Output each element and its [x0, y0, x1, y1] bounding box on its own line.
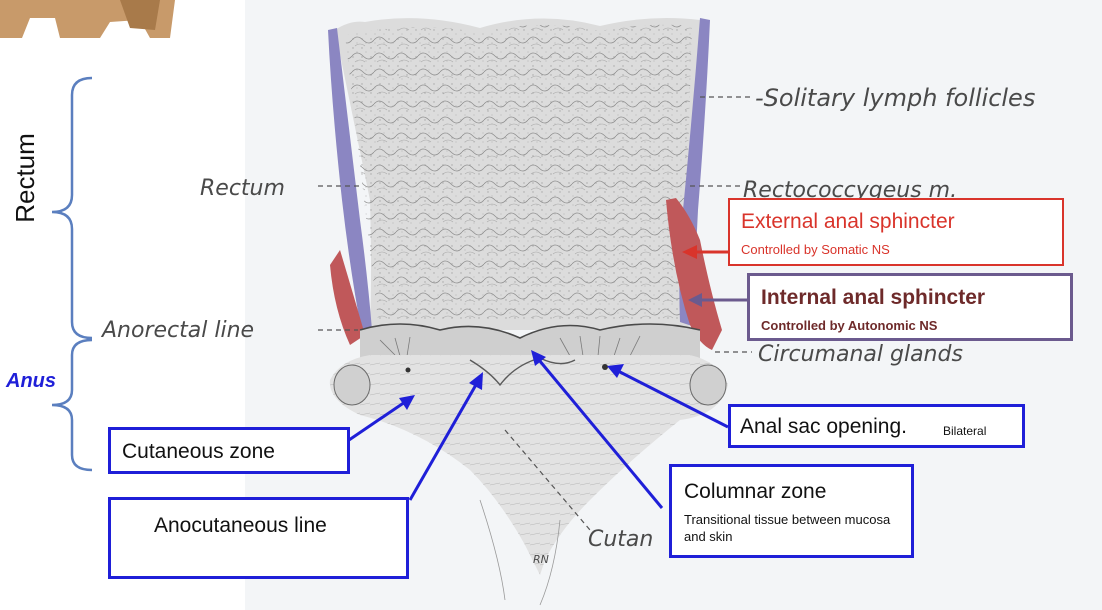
callout-anal-sac-opening: Anal sac opening. Bilateral — [728, 404, 1025, 448]
callout-external-sphincter: External anal sphincter Controlled by So… — [728, 198, 1064, 266]
rectum-bracket — [52, 78, 92, 338]
callout-columnar-zone: Columnar zone Transitional tissue betwee… — [669, 464, 914, 558]
artist-signature: RN — [533, 553, 549, 566]
side-label-rectum: Rectum — [10, 133, 40, 223]
anal-sac-right — [690, 365, 726, 405]
label-circumanal-glands: Circumanal glands — [758, 342, 963, 367]
label-anorectal-line: Anorectal line — [100, 318, 254, 343]
external-sphincter-subtitle: Controlled by Somatic NS — [741, 242, 890, 257]
internal-sphincter-subtitle: Controlled by Autonomic NS — [761, 318, 937, 333]
anal-sac-subtitle: Bilateral — [943, 424, 986, 438]
columnar-zone-subtitle: Transitional tissue between mucosa and s… — [684, 511, 906, 545]
callout-anocutaneous-line: Anocutaneous line — [108, 497, 409, 579]
anal-sac-left — [334, 365, 370, 405]
label-solitary-lymph-follicles: -Solitary lymph follicles — [755, 84, 1035, 112]
cutaneous-zone-title: Cutaneous zone — [122, 440, 275, 464]
anocutaneous-line-title: Anocutaneous line — [154, 514, 327, 538]
label-cutaneous-partial: Cutan — [588, 527, 653, 552]
label-rectum-drawing: Rectum — [200, 176, 285, 201]
anal-sac-title: Anal sac opening. — [740, 415, 907, 439]
external-sphincter-title: External anal sphincter — [741, 210, 955, 234]
side-label-anus: Anus — [6, 370, 56, 393]
dog-photo-thumbnail — [0, 0, 245, 40]
callout-cutaneous-zone: Cutaneous zone — [108, 427, 350, 474]
columnar-zone-title: Columnar zone — [684, 480, 826, 504]
internal-sphincter-title: Internal anal sphincter — [761, 286, 985, 310]
anus-bracket — [52, 340, 92, 470]
callout-internal-sphincter: Internal anal sphincter Controlled by Au… — [747, 273, 1073, 341]
anal-sac-opening — [602, 364, 608, 370]
